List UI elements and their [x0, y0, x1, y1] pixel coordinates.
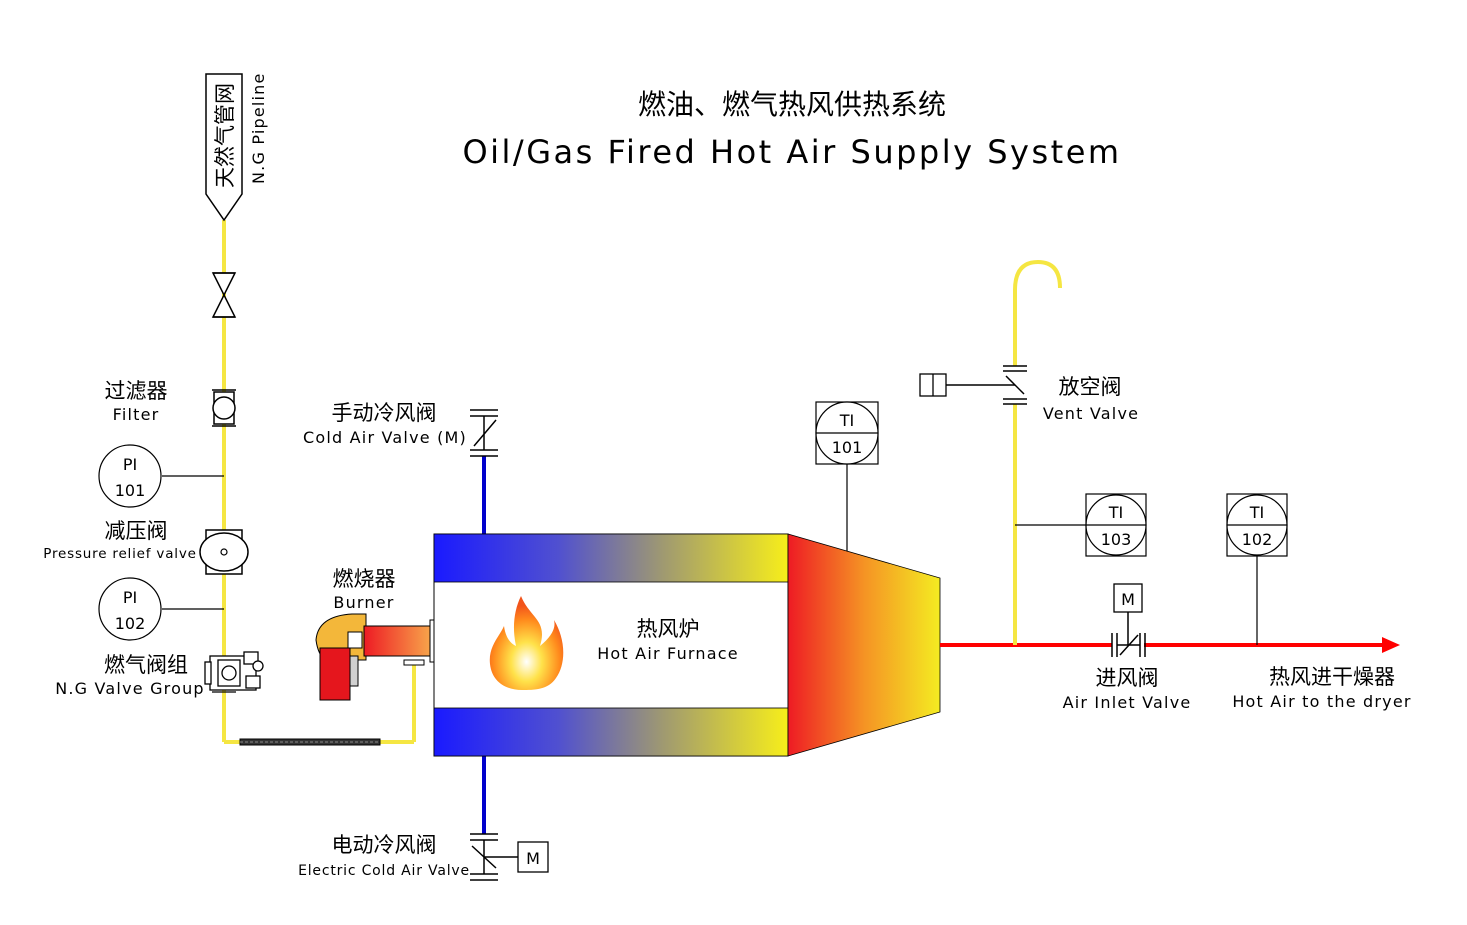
- prv-cn-label: 减压阀: [105, 519, 168, 543]
- furnace-en-label: Hot Air Furnace: [597, 644, 739, 663]
- flame-icon: [489, 596, 564, 690]
- vent-valve[interactable]: [946, 365, 1027, 405]
- title-en: Oil/Gas Fired Hot Air Supply System: [462, 133, 1121, 171]
- pressure-indicator-101: PI 101: [98, 444, 224, 508]
- furnace-top-jacket: [433, 533, 789, 583]
- pi102-tag: PI: [123, 588, 137, 607]
- manual-cold-valve-cn-label: 手动冷风阀: [332, 401, 437, 425]
- temperature-indicator-101: TI 101: [815, 401, 879, 551]
- burner-en-label: Burner: [333, 593, 394, 612]
- air-inlet-valve[interactable]: [1111, 612, 1146, 657]
- air-inlet-valve-actuator: M: [1113, 583, 1143, 613]
- ng-pipeline-en-label: N.G Pipeline: [249, 72, 268, 184]
- burner: [315, 613, 437, 701]
- hot-air-outlet-line: [940, 637, 1400, 653]
- ng-pipeline-source: 天然气管网 N.G Pipeline: [205, 72, 268, 222]
- pi102-number: 102: [115, 614, 146, 633]
- temperature-indicator-102: TI 102: [1226, 493, 1288, 645]
- furnace-outlet-cone: [787, 533, 941, 757]
- filter-cn-label: 过滤器: [105, 379, 168, 403]
- electric-cold-valve-cn-label: 电动冷风阀: [332, 833, 437, 857]
- pressure-indicator-102: PI 102: [98, 577, 224, 641]
- ti102-tag: TI: [1249, 503, 1265, 522]
- valve-group-cn-label: 燃气阀组: [104, 653, 188, 677]
- temperature-indicator-103: TI 103: [1015, 493, 1147, 557]
- manual-cold-valve-en-label: Cold Air Valve (M): [303, 428, 467, 447]
- electric-valve-actuator: M: [517, 841, 549, 873]
- electric-cold-air-valve[interactable]: [470, 833, 518, 881]
- ng-pipeline-cn-label: 天然气管网: [213, 83, 237, 188]
- vent-valve-en-label: Vent Valve: [1043, 404, 1139, 423]
- air-inlet-valve-en-label: Air Inlet Valve: [1063, 693, 1192, 712]
- hot-air-furnace: [433, 533, 941, 757]
- vent-line: [1013, 259, 1062, 645]
- manual-cold-air-valve[interactable]: [470, 409, 498, 457]
- ti101-tag: TI: [839, 411, 855, 430]
- pressure-relief-valve[interactable]: [199, 529, 249, 575]
- filter-en-label: Filter: [113, 405, 160, 424]
- vent-valve-cn-label: 放空阀: [1059, 375, 1122, 399]
- electric-cold-valve-en-label: Electric Cold Air Valve: [298, 863, 470, 879]
- title-cn: 燃油、燃气热风供热系统: [638, 88, 946, 121]
- ti102-number: 102: [1242, 530, 1273, 549]
- vent-valve-actuator: [919, 373, 947, 397]
- hot-air-dryer-en-label: Hot Air to the dryer: [1232, 692, 1411, 711]
- gas-filter: [212, 389, 236, 427]
- pi101-tag: PI: [123, 455, 137, 474]
- gas-ball-valve[interactable]: [211, 272, 237, 318]
- furnace-bottom-jacket: [433, 707, 789, 757]
- prv-en-label: Pressure relief valve: [43, 546, 196, 562]
- air-inlet-actuator-label: M: [1121, 590, 1135, 609]
- furnace-cn-label: 热风炉: [637, 617, 700, 641]
- burner-cn-label: 燃烧器: [333, 567, 396, 591]
- electric-valve-actuator-label: M: [526, 849, 540, 868]
- ti103-number: 103: [1101, 530, 1132, 549]
- ti101-number: 101: [832, 438, 863, 457]
- pi101-number: 101: [115, 481, 146, 500]
- hot-air-flow-arrow: [1382, 637, 1400, 653]
- hot-air-dryer-cn-label: 热风进干燥器: [1269, 665, 1395, 689]
- ti103-tag: TI: [1108, 503, 1124, 522]
- air-inlet-valve-cn-label: 进风阀: [1096, 666, 1159, 690]
- ng-valve-group[interactable]: [204, 651, 264, 693]
- valve-group-en-label: N.G Valve Group: [55, 679, 205, 698]
